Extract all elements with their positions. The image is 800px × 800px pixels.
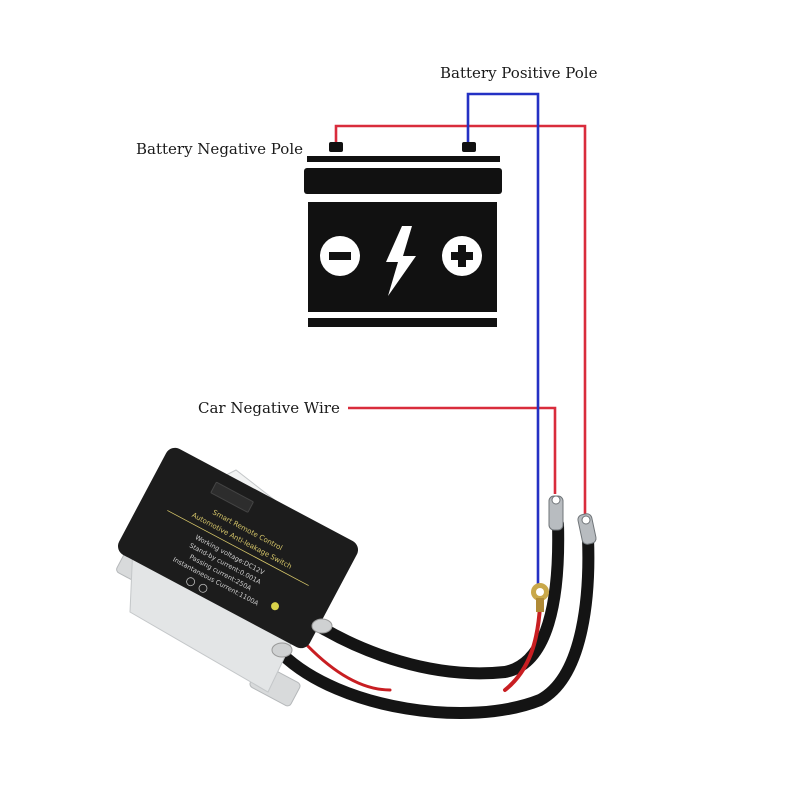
ring-terminal-small (531, 583, 549, 612)
battery-icon (304, 142, 502, 327)
plus-icon (442, 236, 482, 276)
lug-terminal-middle (548, 495, 564, 531)
battery-negative-terminal (329, 142, 343, 152)
negative-wire (334, 124, 587, 514)
device-minus-icon (186, 577, 196, 587)
battery-negative-pole-label: Battery Negative Pole (136, 140, 303, 158)
device-led-icon (271, 602, 280, 611)
anti-leakage-switch-device: Smart Remote Control Automotive Anti-lea… (116, 447, 359, 707)
device-cables (276, 518, 595, 719)
minus-icon (320, 236, 360, 276)
positive-wire (466, 92, 540, 590)
device-plus-icon (198, 583, 208, 593)
battery-positive-pole-label: Battery Positive Pole (440, 64, 598, 82)
car-negative-wire-label: Car Negative Wire (198, 399, 340, 417)
lug-terminal-right (577, 513, 597, 545)
battery-positive-terminal (462, 142, 476, 152)
lightning-icon (386, 226, 416, 296)
